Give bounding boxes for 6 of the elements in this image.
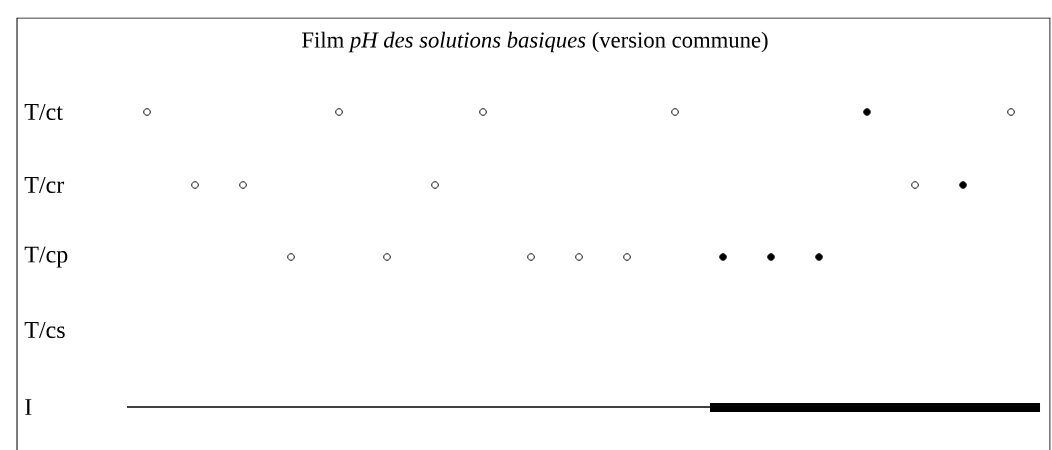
row-label: T/cr bbox=[24, 176, 65, 194]
row-label: I bbox=[25, 399, 32, 415]
row-label: T/cp bbox=[24, 246, 68, 268]
title: Film pH des solutions basiques (version commune) bbox=[302, 31, 768, 53]
row-label: T/ct bbox=[24, 103, 63, 121]
row-label: T/cs bbox=[24, 321, 65, 339]
